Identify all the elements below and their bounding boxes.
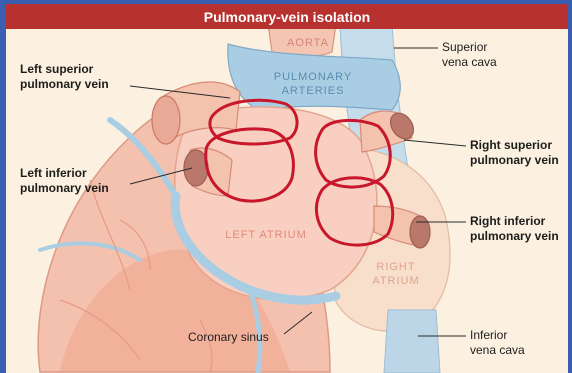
inferior-vena-cava-callout: Inferior vena cava xyxy=(470,328,525,358)
left-atrium-label-text: LEFT ATRIUM xyxy=(216,228,316,242)
aorta-label-text: AORTA xyxy=(278,36,338,50)
superior-vena-cava-callout: Superior vena cava xyxy=(442,40,497,70)
coronary-sinus-callout: Coronary sinus xyxy=(188,330,269,345)
aorta-label: AORTA xyxy=(278,36,338,50)
title-bar: Pulmonary-vein isolation xyxy=(6,4,568,29)
superior-vena-cava-line2: vena cava xyxy=(442,55,497,70)
inferior-vena-cava-line1: Inferior xyxy=(470,328,525,343)
right-inferior-pv-opening xyxy=(410,216,430,248)
left-superior-pv-callout: Left superior pulmonary vein xyxy=(20,62,109,92)
left-inferior-pv-line1: Left inferior xyxy=(20,166,109,181)
illustration-panel: Pulmonary-vein isolation AORTA PULMONARY… xyxy=(6,4,568,373)
right-superior-pv-callout: Right superior pulmonary vein xyxy=(470,138,559,168)
left-inferior-pv-callout: Left inferior pulmonary vein xyxy=(20,166,109,196)
superior-vena-cava-line1: Superior xyxy=(442,40,497,55)
left-atrium-label: LEFT ATRIUM xyxy=(216,228,316,242)
left-superior-pv-opening xyxy=(152,96,180,144)
right-inferior-pv-callout: Right inferior pulmonary vein xyxy=(470,214,559,244)
pulmonary-arteries-label: PULMONARY ARTERIES xyxy=(268,70,358,98)
right-superior-pv-line2: pulmonary vein xyxy=(470,153,559,168)
right-inferior-pv-line1: Right inferior xyxy=(470,214,559,229)
left-atrium-chamber xyxy=(175,107,377,300)
left-superior-pv-line1: Left superior xyxy=(20,62,109,77)
diagram-title: Pulmonary-vein isolation xyxy=(204,9,370,25)
right-atrium-label: RIGHT ATRIUM xyxy=(368,260,424,288)
left-inferior-pv-line2: pulmonary vein xyxy=(20,181,109,196)
pulmonary-arteries-label-line2: ARTERIES xyxy=(268,84,358,98)
right-inferior-pv-line2: pulmonary vein xyxy=(470,229,559,244)
coronary-sinus-text: Coronary sinus xyxy=(188,330,269,345)
right-atrium-label-line1: RIGHT xyxy=(368,260,424,274)
inferior-vena-cava xyxy=(384,310,440,373)
left-superior-pv-line2: pulmonary vein xyxy=(20,77,109,92)
inferior-vena-cava-line2: vena cava xyxy=(470,343,525,358)
right-superior-pv-line1: Right superior xyxy=(470,138,559,153)
right-atrium-label-line2: ATRIUM xyxy=(368,274,424,288)
pulmonary-arteries-label-line1: PULMONARY xyxy=(268,70,358,84)
